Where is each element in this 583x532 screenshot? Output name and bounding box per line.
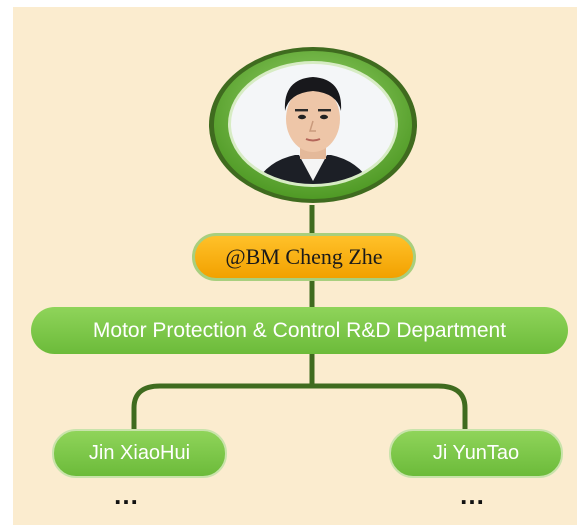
member-name: Jin XiaoHui [88, 442, 191, 464]
head-name: @BM Cheng Zhe [225, 244, 383, 269]
head-avatar [207, 45, 419, 205]
member-badge-ji-yuntao: Ji YunTao [389, 429, 563, 478]
department-name: Motor Protection & Control R&D Departmen… [92, 318, 507, 342]
member-more-ellipsis: … [113, 480, 140, 510]
head-name-badge: @BM Cheng Zhe [192, 233, 416, 281]
connector-branch-members [131, 383, 468, 432]
department-badge: Motor Protection & Control R&D Departmen… [31, 307, 568, 354]
member-more-ellipsis: … [459, 480, 486, 510]
member-name: Ji YunTao [432, 442, 520, 464]
member-badge-jin-xiaohui: Jin XiaoHui [52, 429, 227, 478]
person-portrait-icon [209, 47, 417, 203]
